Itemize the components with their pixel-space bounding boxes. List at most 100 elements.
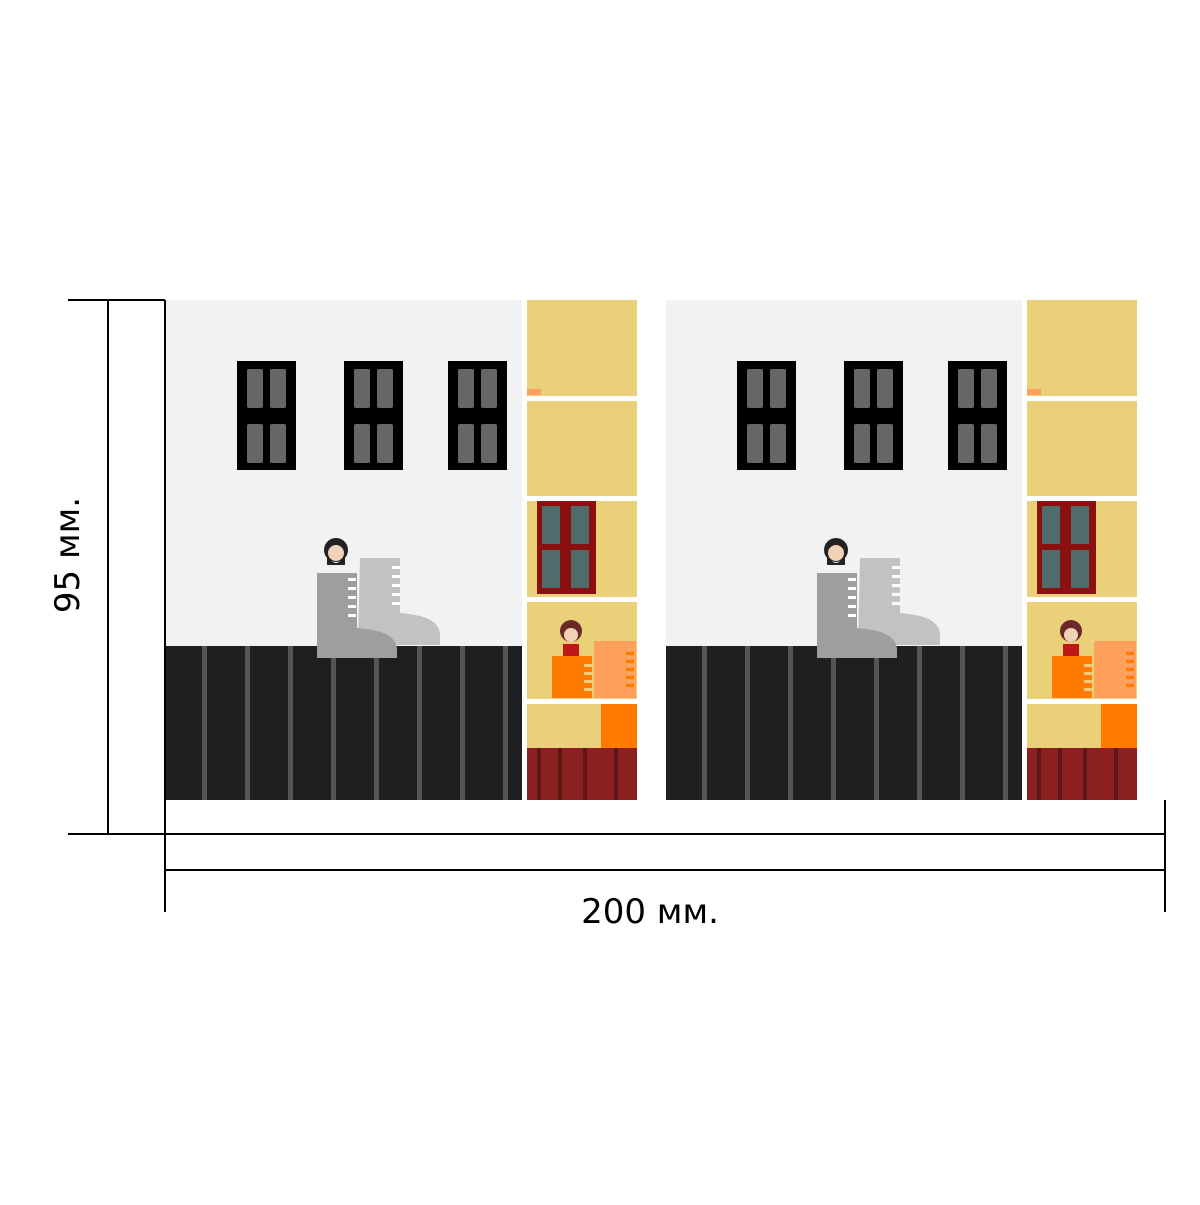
- fence: [666, 646, 1022, 800]
- fence-slat: [288, 646, 293, 800]
- bag-stripe: [1084, 680, 1092, 683]
- window-pane: [481, 369, 497, 408]
- fence-slat: [788, 646, 793, 800]
- window-pane: [877, 369, 893, 408]
- bag-stripe: [1126, 676, 1134, 679]
- fence-slat: [503, 646, 508, 800]
- bag-stripe: [584, 664, 592, 667]
- bag-stripe: [1126, 660, 1134, 663]
- window-pane: [747, 369, 763, 408]
- window-icon: [448, 361, 507, 470]
- floor-plank: [1058, 748, 1062, 800]
- fence-slat: [1003, 646, 1008, 800]
- floor-plank: [614, 748, 618, 800]
- fence-slat: [917, 646, 922, 800]
- floor-plank: [1114, 748, 1118, 800]
- boot-lace: [392, 593, 400, 596]
- bag-stripe: [1084, 664, 1092, 667]
- floor-plank: [583, 748, 587, 800]
- window-pane: [1071, 506, 1089, 544]
- fence-slat: [202, 646, 207, 800]
- boot-lace: [848, 605, 856, 608]
- fence-slat: [460, 646, 465, 800]
- bag-stripe: [1126, 652, 1134, 655]
- print-artwork: [166, 300, 1200, 800]
- column-divider: [527, 496, 637, 501]
- shopping-bag-icon: [552, 656, 592, 698]
- bag-stripe: [1126, 684, 1134, 687]
- face: [828, 545, 844, 561]
- column-divider: [1027, 496, 1137, 501]
- column-divider: [527, 396, 637, 401]
- window-pane: [981, 369, 997, 408]
- window-pane: [571, 550, 589, 588]
- face: [328, 545, 344, 561]
- scarf: [1063, 644, 1079, 656]
- column-accent: [527, 389, 541, 395]
- beard: [827, 555, 845, 565]
- window-icon: [737, 361, 796, 470]
- face: [564, 628, 578, 642]
- window-pane: [1042, 506, 1060, 544]
- bag-stripe: [584, 672, 592, 675]
- bag-stripe: [1084, 688, 1092, 691]
- boot-lace: [348, 587, 356, 590]
- tile-gap: [637, 300, 642, 800]
- boot-icon: [317, 573, 397, 658]
- floor: [527, 748, 637, 800]
- face: [1064, 628, 1078, 642]
- window-pane: [1071, 550, 1089, 588]
- window-pane: [571, 506, 589, 544]
- fence-slat: [331, 646, 336, 800]
- window-pane: [377, 369, 393, 408]
- window-pane: [958, 424, 974, 463]
- column-divider: [527, 699, 637, 704]
- fence-slat: [745, 646, 750, 800]
- boot-icon: [358, 558, 440, 645]
- window-pane: [354, 424, 370, 463]
- window-pane: [458, 424, 474, 463]
- height-dimension: [68, 299, 166, 912]
- boot-lace: [892, 584, 900, 587]
- bag-stripe: [1126, 668, 1134, 671]
- shopping-bag-icon: [1052, 656, 1092, 698]
- window-pane: [747, 424, 763, 463]
- boot-lace: [848, 596, 856, 599]
- boot-lace: [392, 575, 400, 578]
- bag-stripe: [626, 684, 634, 687]
- boot-lace: [348, 596, 356, 599]
- window-pane: [854, 424, 870, 463]
- window-icon: [948, 361, 1007, 470]
- width-dimension: [165, 800, 1166, 912]
- window-pane: [270, 369, 286, 408]
- boot-lace: [392, 602, 400, 605]
- print-tile-1: [666, 300, 1142, 800]
- boot-lace: [892, 575, 900, 578]
- bag-stripe: [1084, 672, 1092, 675]
- column-divider: [1027, 699, 1137, 704]
- fence: [166, 646, 522, 800]
- boot-lace: [848, 614, 856, 617]
- boot-lace: [848, 578, 856, 581]
- window-pane: [247, 369, 263, 408]
- window-icon: [344, 361, 403, 470]
- window-pane: [854, 369, 870, 408]
- boot-lace: [892, 602, 900, 605]
- window-pane: [458, 369, 474, 408]
- floor-plank: [558, 748, 562, 800]
- bag-stripe: [584, 680, 592, 683]
- boot-lace: [892, 593, 900, 596]
- boot-icon: [858, 558, 940, 645]
- window-icon: [844, 361, 903, 470]
- window-pane: [247, 424, 263, 463]
- bag-stripe: [584, 688, 592, 691]
- fence-slat: [245, 646, 250, 800]
- wall: [1166, 300, 1200, 646]
- window-pane: [354, 369, 370, 408]
- beard: [327, 555, 345, 565]
- window-pane: [481, 424, 497, 463]
- scarf: [563, 644, 579, 656]
- window-pane: [542, 550, 560, 588]
